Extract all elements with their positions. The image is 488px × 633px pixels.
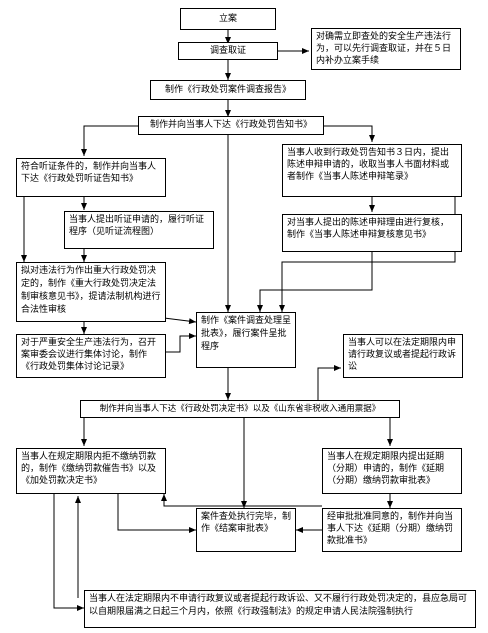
node-appeal: 当事人可以在法定期限内申请行政复议或者提起行政诉讼 <box>343 334 463 378</box>
edge-approved-refuse <box>161 494 322 507</box>
node-major-review: 拟对违法行为作出重大行政处罚决定的，制作《重大行政处罚决定法制审核意见书》，提请… <box>16 262 166 322</box>
node-start: 立案 <box>180 8 276 30</box>
node-delay-approved: 经审批批准同意的，制作并向当事人下达《延期（分期）缴纳罚款批准书》 <box>322 508 462 552</box>
node-closing: 案件查处执行完毕，制作《结案审批表》 <box>196 508 296 552</box>
node-collective: 对于严重安全生产违法行为，召开案审委会议进行集体讨论，制作《行政处罚集体讨论记录… <box>16 334 166 378</box>
edge-collective-approval <box>164 333 196 353</box>
node-hearing-request: 当事人提出听证申请的，履行听证程序（见听证流程图） <box>64 211 214 249</box>
node-investigate: 调查取证 <box>178 42 278 60</box>
node-investigate-note: 对确需立即查处的安全生产违法行为，可以先行调查取证，并在５日内补办立案手续 <box>311 28 461 70</box>
node-hearing-notice: 符合听证条件的，制作并向当事人下达《行政处罚听证告知书》 <box>16 158 166 197</box>
node-notice: 制作并向当事人下达《行政处罚告知书》 <box>138 116 324 135</box>
node-decision: 制作并向当事人下达《行政处罚决定书》以及《山东省非税收入通用票据》 <box>80 400 400 418</box>
edge-decision-appeal <box>317 365 341 400</box>
edge-review-approval <box>257 252 373 312</box>
edge-refuse-closing <box>117 494 196 533</box>
edge-notice-hearing <box>81 125 142 156</box>
edge-refuse-enforce <box>53 494 84 611</box>
edge-notice-statement <box>323 125 375 142</box>
node-approval: 制作《案件调查处理呈批表》，履行案件呈批程序 <box>196 312 296 368</box>
node-refuse-pay: 当事人在规定期限内拒不缴纳罚款的，制作《缴纳罚款催告书》以及《加处罚款决定书》 <box>16 448 166 494</box>
node-enforce: 当事人在法定期限内不申请行政复议或者提起行政诉讼、又不履行行政处罚决定的，县应急… <box>84 590 476 628</box>
node-statement-review: 对当事人提出的陈述申辩理由进行复核，制作《当事人陈述申辩复核意见书》 <box>282 214 462 252</box>
node-delay-request: 当事人在规定期限内提出延期（分期）申请的，制作《延期（分期）缴纳罚款审批表》 <box>322 448 462 494</box>
node-statement: 当事人收到行政处罚告知书３日内，提出陈述申辩申请的，收取当事人书面材料或者制作《… <box>282 144 462 197</box>
edge-major-approval <box>163 317 197 325</box>
node-report: 制作《行政处罚案件调查报告》 <box>150 80 306 100</box>
